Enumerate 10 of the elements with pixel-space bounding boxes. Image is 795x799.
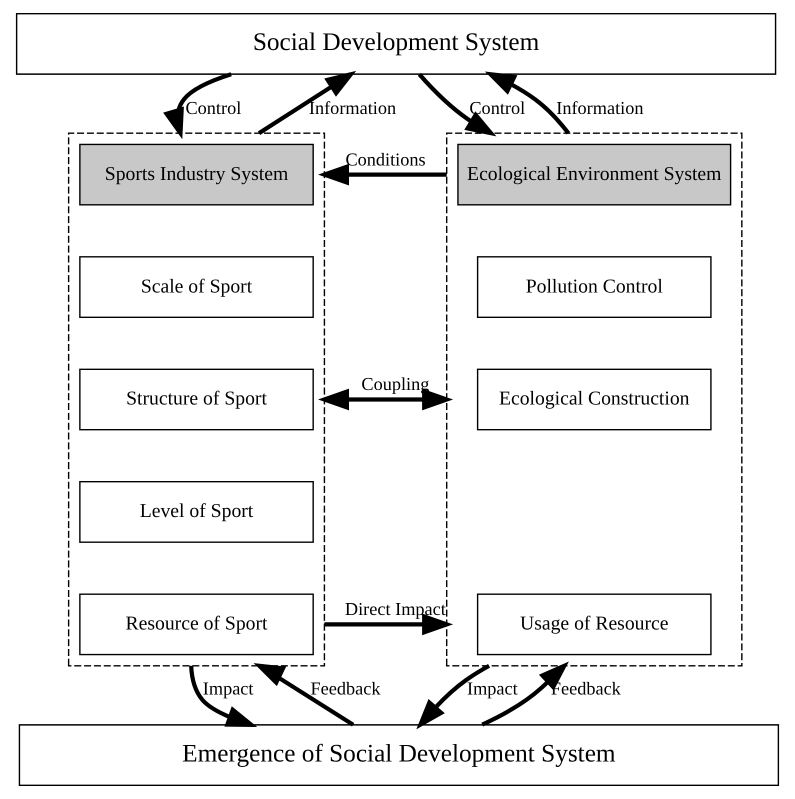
edge-label: Feedback: [310, 678, 380, 699]
edge-label: Control: [469, 98, 526, 118]
edge-label: Coupling: [361, 374, 430, 394]
edge-label: Information: [308, 98, 396, 118]
edge-label: Impact: [467, 678, 518, 699]
edge-label: Impact: [202, 678, 254, 699]
edge-label: Direct Impact: [344, 599, 446, 620]
edge-label: Information: [556, 98, 644, 118]
edge-label: Control: [185, 98, 242, 118]
edge-label: Conditions: [345, 149, 426, 170]
